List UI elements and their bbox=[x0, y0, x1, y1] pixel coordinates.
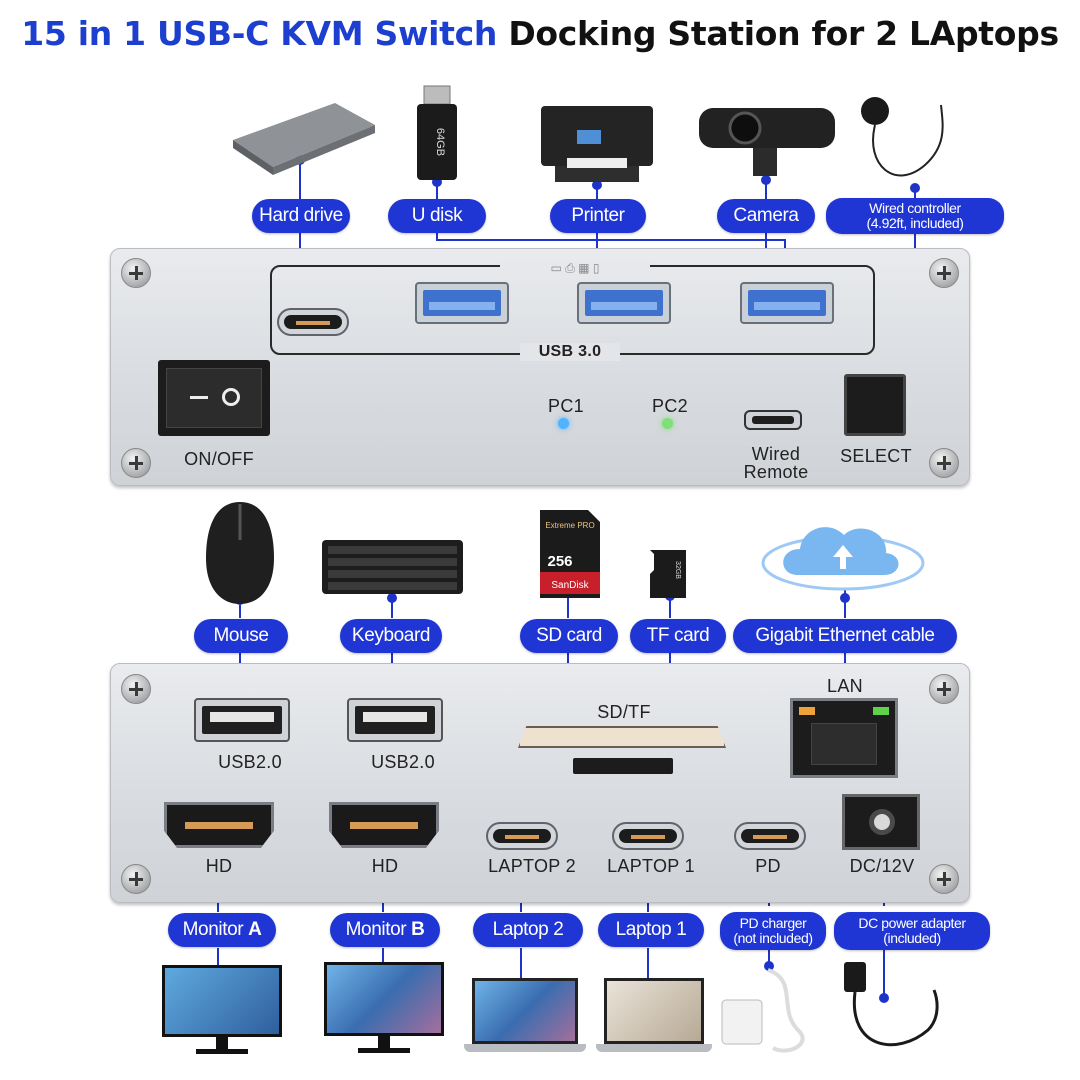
monitor-a-label: Monitor A bbox=[168, 913, 276, 947]
screw-icon bbox=[121, 674, 151, 704]
pc1-led bbox=[558, 418, 569, 429]
usb3-port-3[interactable] bbox=[740, 282, 834, 324]
usb3-port-1[interactable] bbox=[415, 282, 509, 324]
monitor-b-label: Monitor B bbox=[330, 913, 440, 947]
tf-slot[interactable] bbox=[573, 758, 673, 774]
dc-port-label: DC/12V bbox=[849, 856, 915, 876]
hard-drive-label: Hard drive bbox=[252, 199, 350, 233]
usb2-label-2: USB2.0 bbox=[371, 752, 435, 772]
pd-usb-c-port[interactable] bbox=[734, 822, 806, 850]
monitor-a-letter: A bbox=[248, 919, 262, 940]
monitor-b-icon bbox=[324, 962, 444, 1057]
udisk-capacity: 64GB bbox=[434, 128, 446, 156]
keyboard-label: Keyboard bbox=[340, 619, 442, 653]
sd-series: Extreme PRO bbox=[545, 521, 594, 530]
mouse-label: Mouse bbox=[194, 619, 288, 653]
printer-icon bbox=[541, 106, 653, 182]
laptop1-port-label: LAPTOP 1 bbox=[607, 856, 695, 876]
usb3-port-2[interactable] bbox=[577, 282, 671, 324]
hard-drive-icon bbox=[233, 103, 375, 175]
pd-charger-icon bbox=[721, 968, 805, 1053]
laptop1-icon bbox=[596, 978, 712, 1056]
sd-capacity: 256 bbox=[547, 553, 572, 570]
usb3-group-label: USB 3.0 bbox=[520, 343, 620, 361]
camera-icon bbox=[699, 108, 835, 176]
laptop1-usb-c-port[interactable] bbox=[612, 822, 684, 850]
screw-icon bbox=[121, 258, 151, 288]
sd-card-icon: Extreme PRO 256 SanDisk bbox=[540, 510, 600, 598]
usb-pictograms-icon: ▭ ⎙ ▦ ▯ bbox=[500, 261, 650, 275]
dc-port[interactable] bbox=[842, 794, 920, 850]
dc-adapter-icon bbox=[844, 962, 939, 1047]
printer-label: Printer bbox=[550, 199, 646, 233]
title-highlight: 15 in 1 USB-C KVM Switch bbox=[21, 14, 498, 53]
sd-card-label: SD card bbox=[520, 619, 618, 653]
screw-icon bbox=[929, 448, 959, 478]
monitor-b-text: Monitor bbox=[345, 919, 407, 940]
pd-port-label: PD bbox=[755, 856, 781, 876]
sdtf-label: SD/TF bbox=[597, 702, 651, 722]
dc-adapter-line1: DC power adapter bbox=[858, 915, 966, 931]
wired-remote-line1: Wired bbox=[751, 444, 801, 464]
tf-card-label: TF card bbox=[630, 619, 726, 653]
dc-adapter-line2: (included) bbox=[883, 930, 941, 946]
lan-label: LAN bbox=[827, 676, 863, 696]
title-rest: Docking Station for 2 LAptops bbox=[508, 14, 1059, 53]
laptop2-label: Laptop 2 bbox=[473, 913, 583, 947]
screw-icon bbox=[929, 674, 959, 704]
laptop2-usb-c-port[interactable] bbox=[486, 822, 558, 850]
screw-icon bbox=[121, 864, 151, 894]
screw-icon bbox=[121, 448, 151, 478]
u-disk-label: U disk bbox=[388, 199, 486, 233]
wired-remote-label: Wired Remote bbox=[738, 445, 814, 481]
pd-charger-line1: PD charger bbox=[739, 915, 807, 931]
sd-slot[interactable] bbox=[518, 726, 726, 748]
tf-card-icon: 32GB bbox=[650, 550, 686, 598]
monitor-b-letter: B bbox=[411, 919, 425, 940]
monitor-a-icon bbox=[162, 965, 282, 1057]
usb-c-port-front[interactable] bbox=[277, 308, 349, 336]
laptop1-label: Laptop 1 bbox=[598, 913, 704, 947]
wired-remote-port[interactable] bbox=[744, 410, 802, 430]
laptop2-port-label: LAPTOP 2 bbox=[488, 856, 576, 876]
pc2-label: PC2 bbox=[652, 396, 688, 416]
keyboard-icon bbox=[322, 540, 463, 594]
sd-brand: SanDisk bbox=[551, 580, 589, 591]
screw-icon bbox=[929, 864, 959, 894]
select-button[interactable] bbox=[844, 374, 906, 436]
wired-controller-label: Wired controller (4.92ft, included) bbox=[826, 198, 1004, 234]
pd-charger-line2: (not included) bbox=[733, 930, 813, 946]
power-switch[interactable] bbox=[158, 360, 270, 436]
usb2-label-1: USB2.0 bbox=[218, 752, 282, 772]
hd-label-2: HD bbox=[371, 856, 399, 876]
usb2-port-2[interactable] bbox=[347, 698, 443, 742]
on-off-label: ON/OFF bbox=[184, 449, 254, 469]
pc2-led bbox=[662, 418, 673, 429]
ethernet-label: Gigabit Ethernet cable bbox=[733, 619, 957, 653]
laptop2-icon bbox=[464, 978, 586, 1056]
monitor-a-text: Monitor bbox=[182, 919, 244, 940]
u-disk-icon: 64GB bbox=[417, 85, 457, 180]
page-title: 15 in 1 USB-C KVM Switch Docking Station… bbox=[0, 14, 1080, 53]
camera-label: Camera bbox=[717, 199, 815, 233]
usb2-port-1[interactable] bbox=[194, 698, 290, 742]
wired-controller-icon bbox=[861, 97, 944, 177]
pd-charger-label: PD charger (not included) bbox=[720, 912, 826, 950]
cloud-network-icon bbox=[761, 527, 925, 591]
lan-port[interactable] bbox=[790, 698, 898, 778]
pc1-label: PC1 bbox=[548, 396, 584, 416]
wired-controller-line2: (4.92ft, included) bbox=[866, 215, 964, 231]
select-label: SELECT bbox=[840, 446, 912, 466]
tf-capacity: 32GB bbox=[674, 561, 681, 579]
hdmi-port-1[interactable] bbox=[164, 802, 274, 848]
hd-label-1: HD bbox=[205, 856, 233, 876]
dc-adapter-label: DC power adapter (included) bbox=[834, 912, 990, 950]
wired-remote-line2: Remote bbox=[743, 462, 809, 482]
wired-controller-line1: Wired controller bbox=[869, 200, 961, 216]
screw-icon bbox=[929, 258, 959, 288]
hdmi-port-2[interactable] bbox=[329, 802, 439, 848]
mouse-icon bbox=[206, 502, 274, 604]
